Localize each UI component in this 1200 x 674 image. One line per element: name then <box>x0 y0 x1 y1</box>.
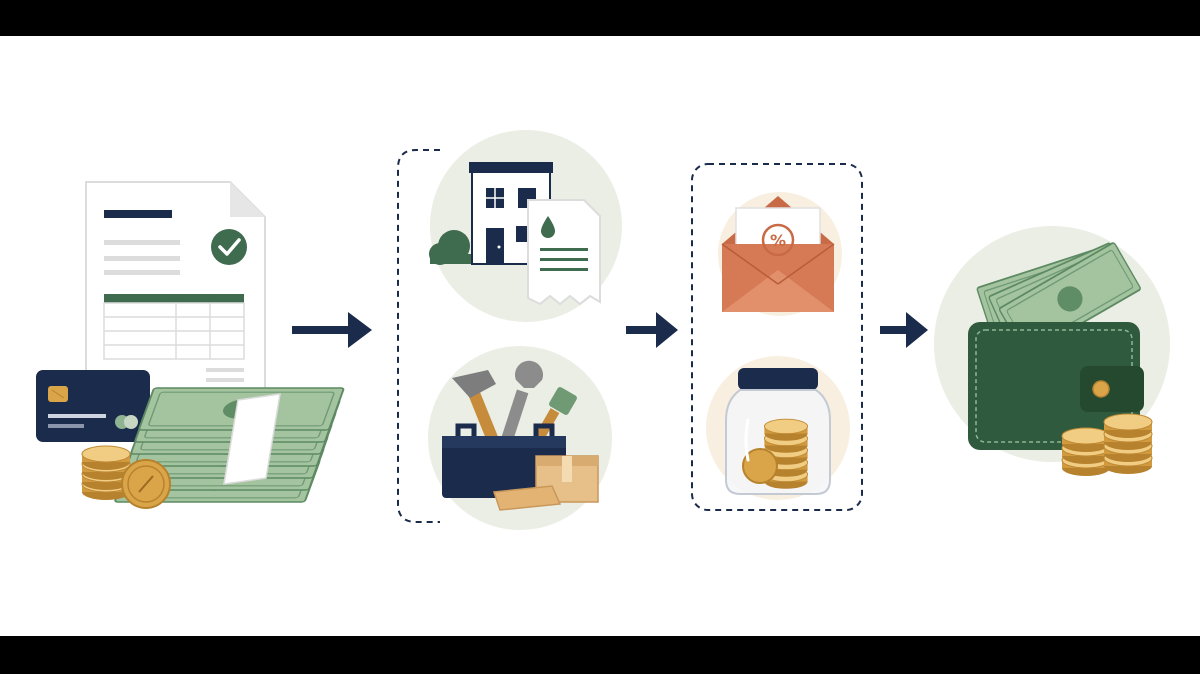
hammer-icon <box>452 370 501 447</box>
flow-arrow-1 <box>292 312 372 348</box>
cardboard-box-icon <box>492 455 599 511</box>
wallet-icon <box>968 322 1144 450</box>
step-wallet <box>934 226 1170 477</box>
flow-arrow-2 <box>626 312 678 348</box>
step-savings: % <box>691 163 863 511</box>
bottom-letterbox-bar <box>0 636 1200 674</box>
savings-jar-icon <box>725 368 831 495</box>
wrench-icon <box>499 360 543 447</box>
coin-stack-icon <box>81 445 171 509</box>
flow-arrow-3 <box>880 312 928 348</box>
cash-stack-icon <box>113 386 346 504</box>
top-letterbox-bar <box>0 0 1200 36</box>
step-income <box>36 181 346 509</box>
invoice-document-icon <box>85 181 266 401</box>
credit-card-icon <box>36 370 150 442</box>
group-frame-dashed <box>691 163 863 511</box>
toolbox-icon <box>442 423 566 498</box>
utility-bill-icon <box>527 199 601 306</box>
envelope-icon <box>721 196 835 312</box>
percent-icon: % <box>761 223 795 257</box>
percent-symbol: % <box>770 231 786 250</box>
group-bracket-left <box>397 149 440 523</box>
step-expenses <box>397 130 622 530</box>
check-badge-icon <box>211 229 247 265</box>
